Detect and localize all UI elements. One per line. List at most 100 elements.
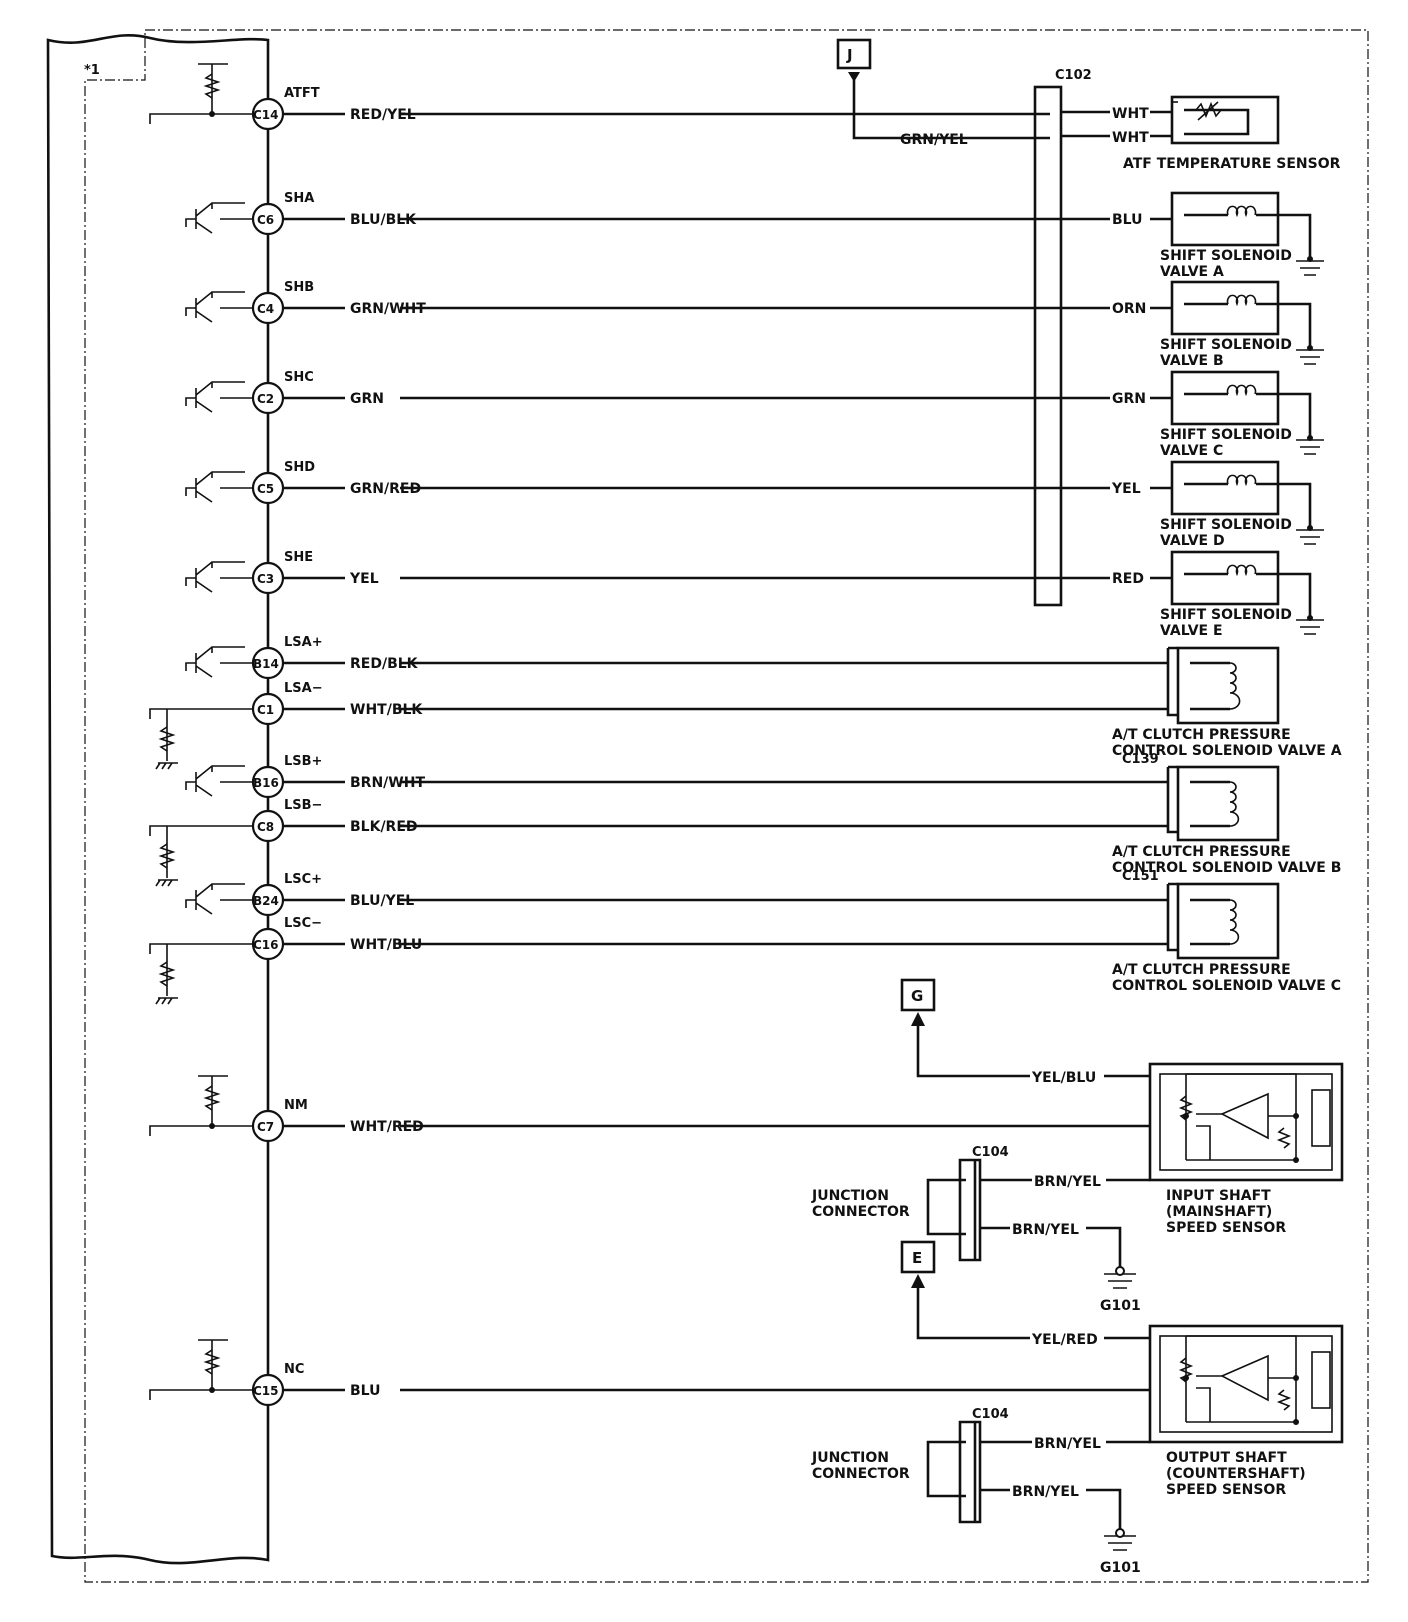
junction-dot xyxy=(209,1123,215,1129)
coil-leads xyxy=(1190,898,1230,946)
solenoid-body xyxy=(1170,280,1280,336)
brn-yel-label-1: BRN/YEL xyxy=(1034,1174,1101,1190)
solenoid-label-line2: VALVE D xyxy=(1160,533,1225,549)
signal-label-lsa-neg: LSA− xyxy=(284,681,323,696)
input-lead xyxy=(149,825,253,878)
resistor-icon xyxy=(158,843,176,869)
wire-label: GRN/WHT xyxy=(350,301,426,317)
coil-icon xyxy=(1226,474,1257,487)
ground-terminal xyxy=(1115,1528,1125,1538)
wire-label: GRN/RED xyxy=(350,481,421,497)
wire-label: BLU/BLK xyxy=(350,212,417,228)
circuit-lsa-neg: WHT/BLK xyxy=(149,702,1168,770)
pin-label-c3: C3 xyxy=(257,572,274,586)
pullup-line xyxy=(198,1339,228,1390)
signal-label-shd: SHD xyxy=(284,460,315,475)
coil-icon xyxy=(1229,899,1240,945)
j-connector-box xyxy=(836,38,872,70)
input-lead xyxy=(149,113,253,124)
wire-label: WHT/BLU xyxy=(350,937,422,953)
coil-icon xyxy=(1226,564,1257,577)
signal-label-nm: NM xyxy=(284,1098,308,1113)
circuit-shc: GRN xyxy=(185,381,1110,413)
ground-dot xyxy=(1307,345,1313,351)
chassis-ground-icon xyxy=(155,997,178,1005)
signal-label-lsc-neg: LSC− xyxy=(284,916,322,931)
transistor-icon xyxy=(195,646,245,678)
circuit-shd: GRN/RED xyxy=(185,471,1110,503)
resistor-icon xyxy=(158,726,176,752)
wire-label: YEL xyxy=(1111,481,1141,497)
pcs-label-line2: CONTROL SOLENOID VALVE A xyxy=(1112,743,1342,759)
pin-label-c4: C4 xyxy=(257,302,274,316)
circuit-lsb-pos: BRN/WHT xyxy=(185,765,1168,797)
pickup-coil xyxy=(1311,1089,1331,1147)
transistor-icon xyxy=(195,471,245,503)
ground-dot xyxy=(1307,525,1313,531)
solenoid-body xyxy=(1176,882,1280,960)
pin-label-b24: B24 xyxy=(253,894,279,908)
resistor-icon xyxy=(203,1085,221,1111)
ground-dot xyxy=(1307,435,1313,441)
g-box-label: G xyxy=(911,987,923,1005)
ground-icon xyxy=(1296,349,1324,365)
connector-bracket xyxy=(1166,882,1178,952)
ground-icon xyxy=(1296,529,1324,545)
c151-label: C151 xyxy=(1122,869,1159,884)
sensor-label-line1: OUTPUT SHAFT xyxy=(1166,1450,1287,1466)
c104-label: C104 xyxy=(972,1407,1009,1422)
dot xyxy=(1183,1113,1189,1119)
wire-label: RED/BLK xyxy=(350,656,419,672)
signal-label-lsb-neg: LSB− xyxy=(284,798,322,813)
c139-label: C139 xyxy=(1122,752,1159,767)
solenoid-label-line1: SHIFT SOLENOID xyxy=(1160,517,1292,533)
wire-label: BLU xyxy=(350,1383,380,1399)
signal-label-lsb-pos: LSB+ xyxy=(284,754,322,769)
transistor-icon xyxy=(195,291,245,323)
circuit-nc: BLU xyxy=(149,1339,1150,1400)
connector-bracket xyxy=(1166,646,1178,717)
transistor-icon xyxy=(195,381,245,413)
wire-label: WHT/RED xyxy=(350,1119,424,1135)
sensor-label-line1: INPUT SHAFT xyxy=(1166,1188,1271,1204)
dot xyxy=(1183,1375,1189,1381)
ground-dot xyxy=(1307,256,1313,262)
op-amp-icon xyxy=(1220,1092,1269,1140)
wire-label: YEL xyxy=(349,571,379,587)
grn-yel-wire xyxy=(852,80,1050,140)
transistor-base xyxy=(185,218,196,227)
pin-label-c14: C14 xyxy=(253,108,279,122)
signal-label-shb: SHB xyxy=(284,280,314,295)
solenoid-label-line2: VALVE E xyxy=(1160,623,1223,639)
pin-label-c15: C15 xyxy=(253,1384,279,1398)
coil-icon xyxy=(1226,384,1257,397)
input-sensor: C104JUNCTIONCONNECTORBRN/YELBRN/YELG101I… xyxy=(811,1062,1344,1314)
coil-leads xyxy=(1184,572,1312,618)
ground-dot xyxy=(1307,615,1313,621)
brn-yel-label-2: BRN/YEL xyxy=(1012,1484,1079,1500)
yel-blu-wire xyxy=(916,1024,1030,1078)
grn-yel-label: GRN/YEL xyxy=(900,132,968,148)
sensor-label-line3: SPEED SENSOR xyxy=(1166,1220,1286,1236)
dot xyxy=(1293,1375,1299,1381)
pullup-line xyxy=(198,63,228,114)
sensor-label-line2: (MAINSHAFT) xyxy=(1166,1204,1272,1220)
solenoid-body xyxy=(1170,370,1280,426)
ground-icon xyxy=(1296,260,1324,276)
circuit-lsc-pos: BLU/YEL xyxy=(185,883,1168,915)
yel-blu-label: YEL/BLU xyxy=(1031,1070,1096,1086)
transistor-icon xyxy=(195,202,245,234)
pin-label-c2: C2 xyxy=(257,392,274,406)
wire-label: ORN xyxy=(1112,301,1146,317)
pin-label-c5: C5 xyxy=(257,482,274,496)
circuit-atft: RED/YEL xyxy=(149,63,1050,124)
yel-red-label: YEL/RED xyxy=(1031,1332,1098,1348)
junction-dot xyxy=(209,1387,215,1393)
circuit-sha: BLU/BLK xyxy=(185,202,1110,234)
yel-red-wire xyxy=(916,1286,1030,1340)
